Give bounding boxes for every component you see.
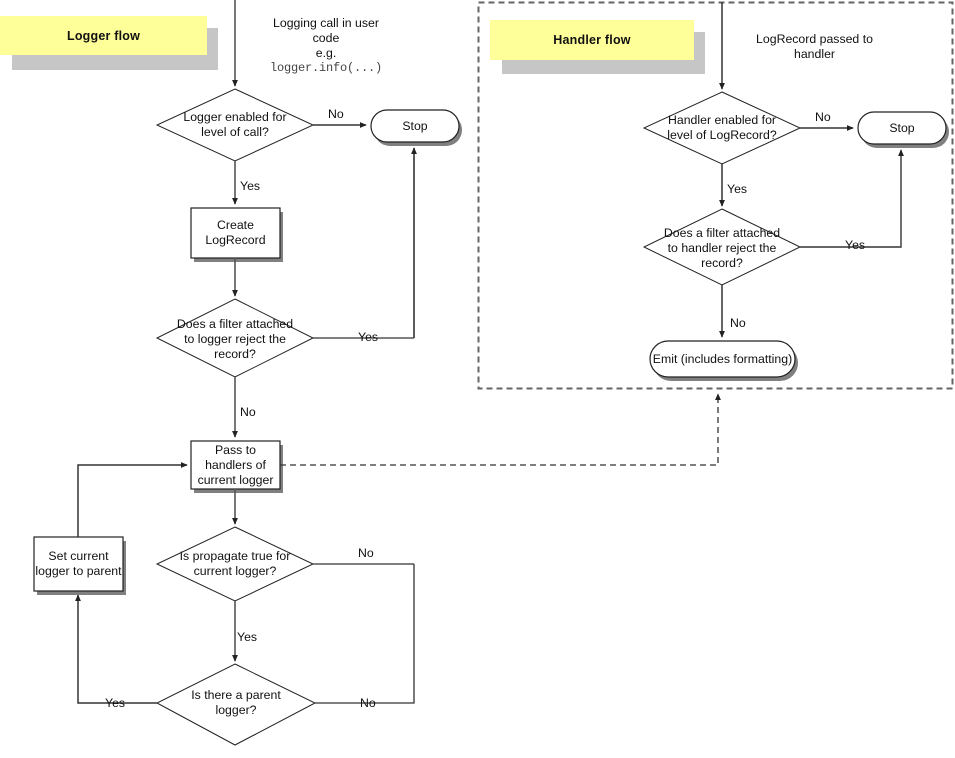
setparent-line2: logger to parent xyxy=(35,564,122,578)
handler-filter-line1: Does a filter attached xyxy=(663,225,781,240)
logger-flow-banner: Logger flow xyxy=(0,16,220,70)
handler-enabled-line1: Handler enabled for xyxy=(667,113,776,127)
shape-set-parent xyxy=(33,536,124,592)
node-propagate-label: Is propagate true for current logger? xyxy=(155,542,315,586)
create-logrecord-line2: LogRecord xyxy=(205,233,266,247)
stop-handler-text: Stop xyxy=(889,120,915,135)
shape-stop-logger xyxy=(370,109,460,143)
node-logger-filter-label: Does a filter attached to logger reject … xyxy=(152,315,318,363)
node-handler-filter-label: Does a filter attached to handler reject… xyxy=(639,224,805,272)
logger-entry-note: Logging call in user code e.g. logger.in… xyxy=(241,16,411,76)
logger-filter-line3: record? xyxy=(214,346,256,361)
propagate-line2: current logger? xyxy=(193,564,277,578)
handler-entry-note-line1: LogRecord passed to xyxy=(756,32,873,46)
edge-parent-no xyxy=(315,564,415,704)
logger-enabled-line1: Logger enabled for xyxy=(183,110,287,124)
parent-line2: logger? xyxy=(215,703,257,717)
handler-flow-banner-label: Handler flow xyxy=(553,33,631,47)
node-logger-enabled-label: Logger enabled for level of call? xyxy=(157,103,313,147)
logger-entry-note-line3: e.g. xyxy=(315,46,337,60)
handler-filter-line2: to handler reject the xyxy=(667,240,777,255)
edge-label-logger-filter-no: No xyxy=(240,405,256,419)
edge-handler-filter-yes xyxy=(800,149,904,248)
handler-entry-note: LogRecord passed to handler xyxy=(727,32,902,62)
handler-entry-note-line2: handler xyxy=(793,47,836,61)
node-pass-to-handlers-label: Pass to handlers of current logger xyxy=(191,441,280,489)
edge-label-handler-filter-yes: Yes xyxy=(845,238,866,252)
handler-filter-line3: record? xyxy=(701,255,743,270)
node-parent-logger-label: Is there a parent logger? xyxy=(157,681,315,725)
edge-label-logger-filter-yes: Yes xyxy=(358,330,379,344)
node-emit-label: Emit (includes formatting) xyxy=(650,341,795,377)
logger-filter-line2: to logger reject the xyxy=(184,331,286,346)
edge-label-logger-enabled-no: No xyxy=(328,107,344,121)
edge-label-logger-enabled-yes: Yes xyxy=(240,179,261,193)
edge-parent-yes xyxy=(75,594,157,704)
logger-entry-note-line2: code xyxy=(312,31,340,45)
pass-line3: current logger xyxy=(197,472,274,487)
logger-enabled-line2: level of call? xyxy=(201,125,269,139)
edge-label-propagate-yes: Yes xyxy=(237,630,258,644)
handler-flow-banner-face: Handler flow xyxy=(490,20,694,60)
setparent-line1: Set current xyxy=(48,549,109,563)
edge-label-parent-yes: Yes xyxy=(105,696,126,710)
edge-label-propagate-no: No xyxy=(358,546,374,560)
shape-stop-handler xyxy=(857,111,947,145)
emit-text: Emit (includes formatting) xyxy=(652,351,793,366)
shape-emit xyxy=(649,340,796,378)
handler-enabled-line2: level of LogRecord? xyxy=(667,128,777,142)
edge-set-parent-to-pass xyxy=(77,462,188,537)
parent-line1: Is there a parent xyxy=(191,688,281,702)
pass-line2: handlers of xyxy=(205,457,266,472)
handler-flow-banner: Handler flow xyxy=(490,20,705,74)
shape-parent-logger xyxy=(155,663,317,746)
create-logrecord-line1: Create xyxy=(217,218,254,232)
edge-pass-to-handler-flow-dashed xyxy=(280,393,721,466)
logger-flow-banner-label: Logger flow xyxy=(66,28,141,43)
edge-label-handler-enabled-no: No xyxy=(815,110,831,124)
propagate-line1: Is propagate true for xyxy=(179,549,291,563)
pass-line1: Pass to xyxy=(214,442,256,457)
logger-entry-note-line1: Logging call in user xyxy=(273,16,379,30)
logger-filter-line1: Does a filter attached xyxy=(176,316,294,331)
shape-pass-to-handlers xyxy=(190,440,281,490)
node-stop-handler-label: Stop xyxy=(858,112,946,144)
edge-label-parent-no: No xyxy=(360,696,376,710)
logger-flow-banner-face: Logger flow xyxy=(0,16,207,55)
edge-label-handler-enabled-yes: Yes xyxy=(727,182,748,196)
stop-logger-text: Stop xyxy=(402,118,428,133)
node-stop-logger-label: Stop xyxy=(371,110,459,142)
logger-entry-note-code: logger.info(...) xyxy=(269,61,383,75)
node-create-logrecord-label: Create LogRecord xyxy=(191,208,280,258)
node-handler-enabled-label: Handler enabled for level of LogRecord? xyxy=(640,106,804,150)
node-set-parent-label: Set current logger to parent xyxy=(31,537,126,591)
edge-label-handler-filter-no: No xyxy=(730,316,746,330)
